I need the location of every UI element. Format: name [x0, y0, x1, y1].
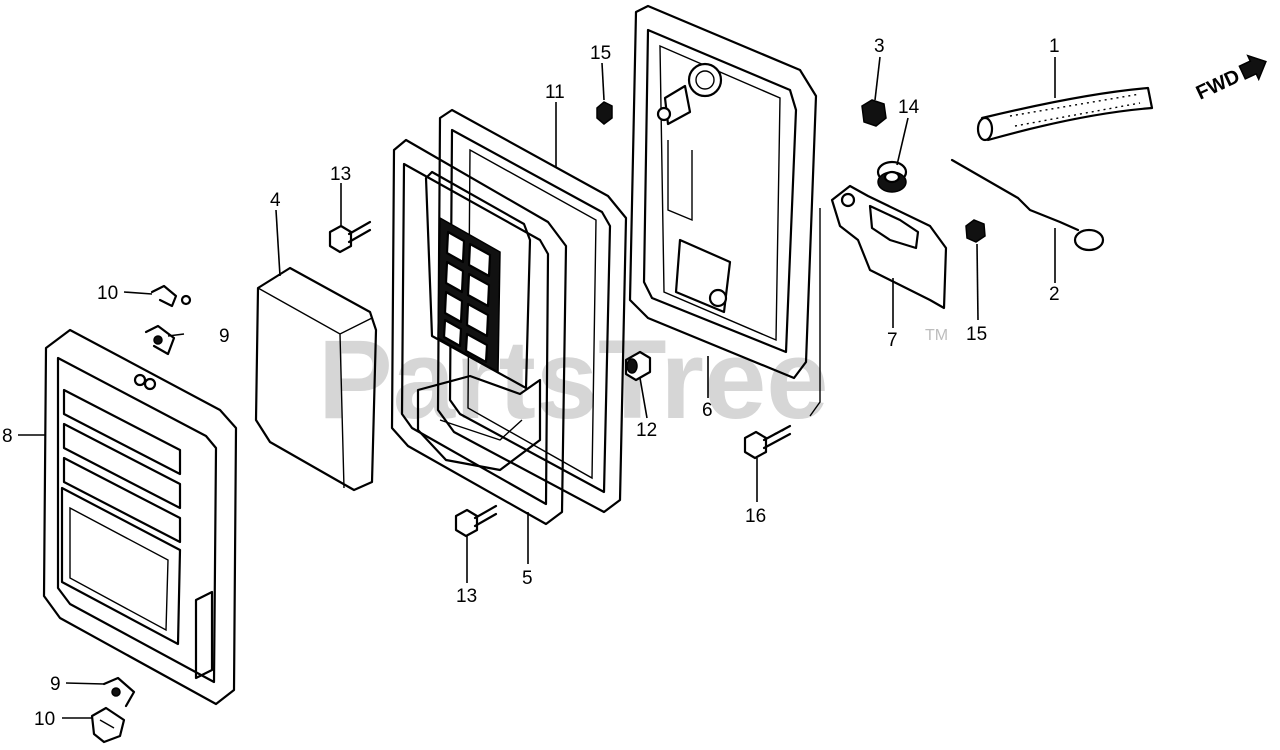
callout-1: 1	[1049, 36, 1060, 57]
callout-10-upper: 10	[97, 283, 118, 304]
watermark: PartsTree	[318, 317, 829, 442]
callout-13-lower: 13	[456, 586, 477, 607]
callout-14: 14	[898, 97, 920, 118]
callout-15-top: 15	[590, 43, 611, 64]
part-12-grommet	[624, 350, 652, 382]
fwd-label: FWD	[1193, 65, 1244, 104]
part-3-nut	[861, 99, 887, 127]
part-6-case	[628, 4, 818, 380]
part-9-clip-upper	[144, 324, 176, 356]
part-13-bolt-upper	[328, 220, 372, 254]
part-15-nut-top	[596, 101, 613, 125]
part-10-clip-lower	[90, 706, 126, 744]
callout-15-right: 15	[966, 324, 987, 345]
callout-3: 3	[874, 36, 885, 57]
part-2-rod	[950, 158, 1105, 252]
callout-12: 12	[636, 420, 657, 441]
callout-5: 5	[522, 568, 533, 589]
part-13-bolt-lower	[454, 504, 498, 538]
part-7-bracket	[809, 184, 948, 417]
part-14-collar	[876, 160, 908, 193]
callout-2: 2	[1049, 284, 1060, 305]
part-4-foam	[254, 266, 378, 492]
callout-7: 7	[887, 330, 898, 351]
callout-9-lower: 9	[50, 674, 61, 695]
leader-lines	[18, 56, 1056, 719]
callout-16: 16	[745, 506, 766, 527]
part-10-clip-upper	[150, 284, 192, 308]
callout-11: 11	[545, 82, 565, 103]
part-9-clip-lower	[102, 676, 136, 708]
fwd-arrow-icon: FWD	[1193, 54, 1267, 105]
callouts: 1 2 3 4 5 6 7 8 9 9 10 10 11 12 13 13 14…	[2, 36, 1060, 730]
part-15-nut-right	[965, 219, 986, 243]
grille	[437, 216, 501, 374]
callout-6: 6	[702, 400, 713, 421]
callout-4: 4	[270, 190, 281, 211]
part-16-bolt	[743, 424, 792, 460]
callout-10-lower: 10	[34, 709, 55, 730]
watermark-trademark: TM	[925, 327, 948, 344]
callout-9-upper: 9	[219, 326, 230, 347]
callout-13-upper: 13	[330, 164, 351, 185]
part-1-hose	[976, 86, 1154, 142]
callout-8: 8	[2, 426, 13, 447]
part-8-cover	[42, 328, 238, 706]
part-5-plate	[390, 138, 568, 526]
